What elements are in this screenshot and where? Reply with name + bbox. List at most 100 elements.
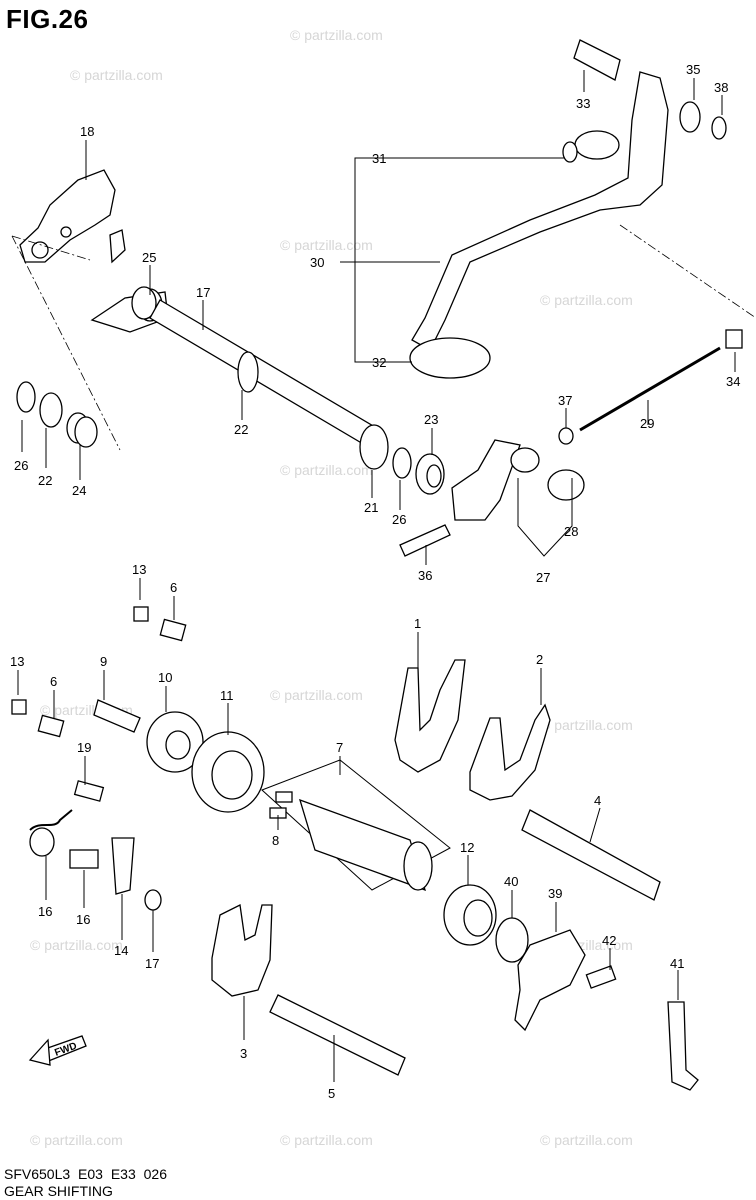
- part-35-washer: [679, 101, 701, 133]
- bracket-line-31-32: [354, 157, 398, 363]
- callout-35: 35: [686, 62, 700, 77]
- callout-8: 8: [272, 833, 279, 848]
- part-32-footrest: [409, 337, 491, 379]
- callout-26: 26: [392, 512, 406, 527]
- watermark: © partzilla.com: [30, 1132, 123, 1148]
- callout-25: 25: [142, 250, 156, 265]
- part-13-screw: [133, 606, 149, 622]
- callout-13: 13: [10, 654, 24, 669]
- part-19-hole: [60, 226, 72, 238]
- callout-13: 13: [132, 562, 146, 577]
- callout-42: 42: [602, 933, 616, 948]
- part-9-pin: [93, 699, 141, 733]
- part-31-bushing-end: [562, 141, 578, 163]
- watermark: © partzilla.com: [290, 27, 383, 43]
- part-11-bearing-inner: [211, 750, 253, 800]
- gearshift-lever-assembly: [340, 39, 756, 557]
- callout-22: 22: [38, 473, 52, 488]
- part-1-shift-fork: [394, 659, 466, 773]
- watermark: © partzilla.com: [280, 237, 373, 253]
- callout-17: 17: [145, 956, 159, 971]
- part-34-nut: [725, 329, 743, 349]
- part-2-shift-fork: [469, 703, 551, 801]
- callout-36: 36: [418, 568, 432, 583]
- dashed-guide-line: [619, 224, 756, 319]
- shaft-end-parts: [359, 424, 445, 495]
- callout-28: 28: [564, 524, 578, 539]
- callout-10: 10: [158, 670, 172, 685]
- part-22-washer: [237, 351, 259, 393]
- part-4-fork-shaft: [521, 809, 661, 901]
- part-39-cam-guide: [514, 929, 586, 1032]
- part-16-bolt: [69, 849, 99, 869]
- part-27-joint: [510, 447, 540, 473]
- part-7-shift-drum: [299, 798, 426, 892]
- callout-37: 37: [558, 393, 572, 408]
- callout-9: 9: [100, 654, 107, 669]
- part-23-bearing-inner: [426, 464, 442, 488]
- figure-code: SFV650L3 E03 E33 026: [4, 1166, 168, 1182]
- callout-18: 17: [196, 285, 210, 300]
- callout-41: 41: [670, 956, 684, 971]
- callout-3: 3: [240, 1046, 247, 1061]
- callout-15: 16: [38, 904, 52, 919]
- callout-22: 22: [234, 422, 248, 437]
- part-3-shift-fork: [211, 904, 273, 997]
- callout-29: 29: [640, 416, 654, 431]
- part-41-pawl: [667, 1001, 699, 1091]
- callout-34: 34: [726, 374, 740, 389]
- watermark: © partzilla.com: [540, 1132, 633, 1148]
- callout-19: 18: [80, 124, 94, 139]
- part-10-hub: [165, 730, 191, 760]
- part-22-washer-left: [39, 392, 63, 428]
- part-37-nut: [558, 427, 574, 445]
- part-24-spring: [74, 416, 98, 448]
- callout-21: 21: [364, 500, 378, 515]
- part-28-joint: [547, 469, 585, 501]
- part-7-drum-end: [403, 841, 433, 891]
- watermark-layer: © partzilla.com © partzilla.com © partzi…: [30, 27, 633, 1148]
- watermark: © partzilla.com: [70, 67, 163, 83]
- part-14-stopper: [111, 837, 135, 895]
- part-8-pin: [275, 791, 293, 803]
- part-36-bolt: [399, 524, 451, 557]
- fwd-label: FWD: [53, 1041, 78, 1059]
- callout-33: 33: [576, 96, 590, 111]
- callout-26: 26: [14, 458, 28, 473]
- figure-title: FIG.26: [6, 4, 89, 34]
- part-19-arm-tip: [109, 229, 126, 264]
- watermark: © partzilla.com: [540, 717, 633, 733]
- callout-23: 23: [424, 412, 438, 427]
- part-6-plate: [159, 618, 187, 642]
- gear-shift-drum-assembly: FWD: [11, 606, 699, 1091]
- part-18-shaft: [149, 299, 381, 449]
- watermark: © partzilla.com: [280, 1132, 373, 1148]
- callout-32: 32: [372, 355, 386, 370]
- part-19-hole: [31, 241, 49, 259]
- callout-16: 16: [76, 912, 90, 927]
- part-19-shift-arm: [19, 169, 116, 263]
- callout-20: 19: [77, 740, 91, 755]
- part-13-screw-left: [11, 699, 27, 715]
- callout-6: 6: [50, 674, 57, 689]
- callout-6: 6: [170, 580, 177, 595]
- part-12-bearing-inner: [463, 899, 493, 937]
- part-30-lever: [411, 71, 669, 351]
- part-42-bolt: [585, 965, 617, 989]
- callout-24: 24: [72, 483, 86, 498]
- callout-1: 1: [414, 616, 421, 631]
- dashed-guide-line: [11, 235, 121, 451]
- part-29-rod: [579, 346, 721, 432]
- callout-40: 40: [504, 874, 518, 889]
- part-33-bolt: [573, 39, 621, 81]
- part-27-link-arm: [451, 439, 521, 521]
- part-31-bushing: [574, 130, 620, 160]
- shift-shaft-assembly: [11, 169, 381, 451]
- part-6-plate-left: [37, 714, 65, 738]
- watermark: © partzilla.com: [280, 462, 373, 478]
- part-26-circlip-right: [392, 447, 412, 479]
- callout-39: 39: [548, 886, 562, 901]
- callout-30: 30: [310, 255, 324, 270]
- fwd-arrow-head: [28, 1038, 51, 1066]
- part-15-spring: [29, 809, 73, 831]
